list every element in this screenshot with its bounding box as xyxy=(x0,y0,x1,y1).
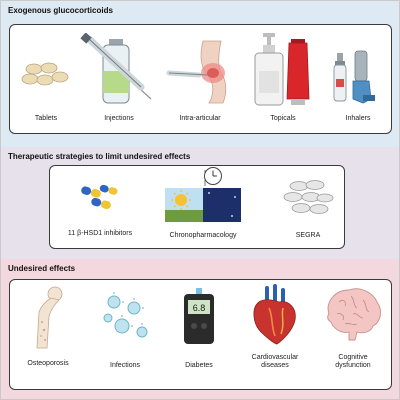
cognitive-label-line1: Cognitive xyxy=(338,354,368,361)
tablets-item: Tablets xyxy=(16,55,76,133)
topicals-label: Topicals xyxy=(270,115,296,122)
section-title-strategies: Therapeutic strategies to limit undesire… xyxy=(8,152,191,161)
cognitive-item: Cognitive dysfunction xyxy=(316,284,390,386)
cognitive-label: Cognitive dysfunction xyxy=(335,354,370,370)
inhaler-icon xyxy=(333,50,375,104)
injections-label: Injections xyxy=(104,115,134,122)
osteoporosis-item: Osteoporosis xyxy=(12,286,84,386)
cardiovascular-label-line1: Cardiovascular xyxy=(251,354,299,361)
cognitive-label-line2: dysfunction xyxy=(335,362,371,369)
diabetes-label: Diabetes xyxy=(185,362,213,369)
capsules-icon xyxy=(81,184,118,210)
cardiovascular-item: Cardiovascular diseases xyxy=(236,284,314,386)
syringe-vial-icon xyxy=(80,33,152,104)
glucose-meter-icon: 6.8 xyxy=(184,288,214,344)
pump-bottle-tube-icon xyxy=(254,33,310,106)
brain-icon xyxy=(327,288,381,341)
pill-stack-icon xyxy=(283,180,334,214)
intra-articular-label: Intra-articular xyxy=(179,115,221,122)
inhalers-label: Inhalers xyxy=(345,115,371,122)
knee-injection-icon xyxy=(166,40,227,104)
topicals-item: Topicals xyxy=(248,29,318,133)
glucose-reading: 6.8 xyxy=(193,303,206,313)
tablets-label: Tablets xyxy=(34,115,58,122)
hsd1-inhibitors-item: 11 β-HSD1 inhibitors xyxy=(56,182,144,248)
chronopharmacology-item: Chronopharmacology xyxy=(154,166,252,248)
undesired-card: Osteoporosis xyxy=(9,279,392,390)
section-title-undesired: Undesired effects xyxy=(8,264,76,273)
infections-item: Infections xyxy=(90,288,160,386)
exogenous-card: Tablets Injections xyxy=(9,24,392,134)
inhalers-item: Inhalers xyxy=(328,47,388,133)
diabetes-item: 6.8 Diabetes xyxy=(170,288,228,386)
femur-bone-icon xyxy=(36,286,63,349)
cardiovascular-label: Cardiovascular diseases xyxy=(252,354,299,370)
injections-item: Injections xyxy=(76,33,162,133)
segra-label: SEGRA xyxy=(295,232,321,239)
infections-label: Infections xyxy=(110,362,140,369)
exogenous-glucocorticoids-section: Exogenous glucocorticoids Tablets xyxy=(1,1,399,147)
strategies-card: 11 β-HSD1 inhibitors xyxy=(49,165,345,249)
tablets-icon xyxy=(21,62,69,86)
hsd1-inhibitors-label: 11 β-HSD1 inhibitors xyxy=(67,230,133,237)
virus-icon xyxy=(103,292,148,338)
osteoporosis-label: Osteoporosis xyxy=(27,360,69,367)
day-night-clock-icon xyxy=(165,167,241,222)
therapeutic-strategies-section: Therapeutic strategies to limit undesire… xyxy=(1,147,399,259)
segra-item: SEGRA xyxy=(276,176,340,248)
section-title-exogenous: Exogenous glucocorticoids xyxy=(8,6,113,15)
cardiovascular-label-line2: diseases xyxy=(261,362,289,369)
undesired-effects-section: Undesired effects Osteoporosis xyxy=(1,259,399,399)
chronopharmacology-label: Chronopharmacology xyxy=(169,232,237,239)
intra-articular-item: Intra-articular xyxy=(160,39,240,133)
heart-icon xyxy=(253,284,296,345)
